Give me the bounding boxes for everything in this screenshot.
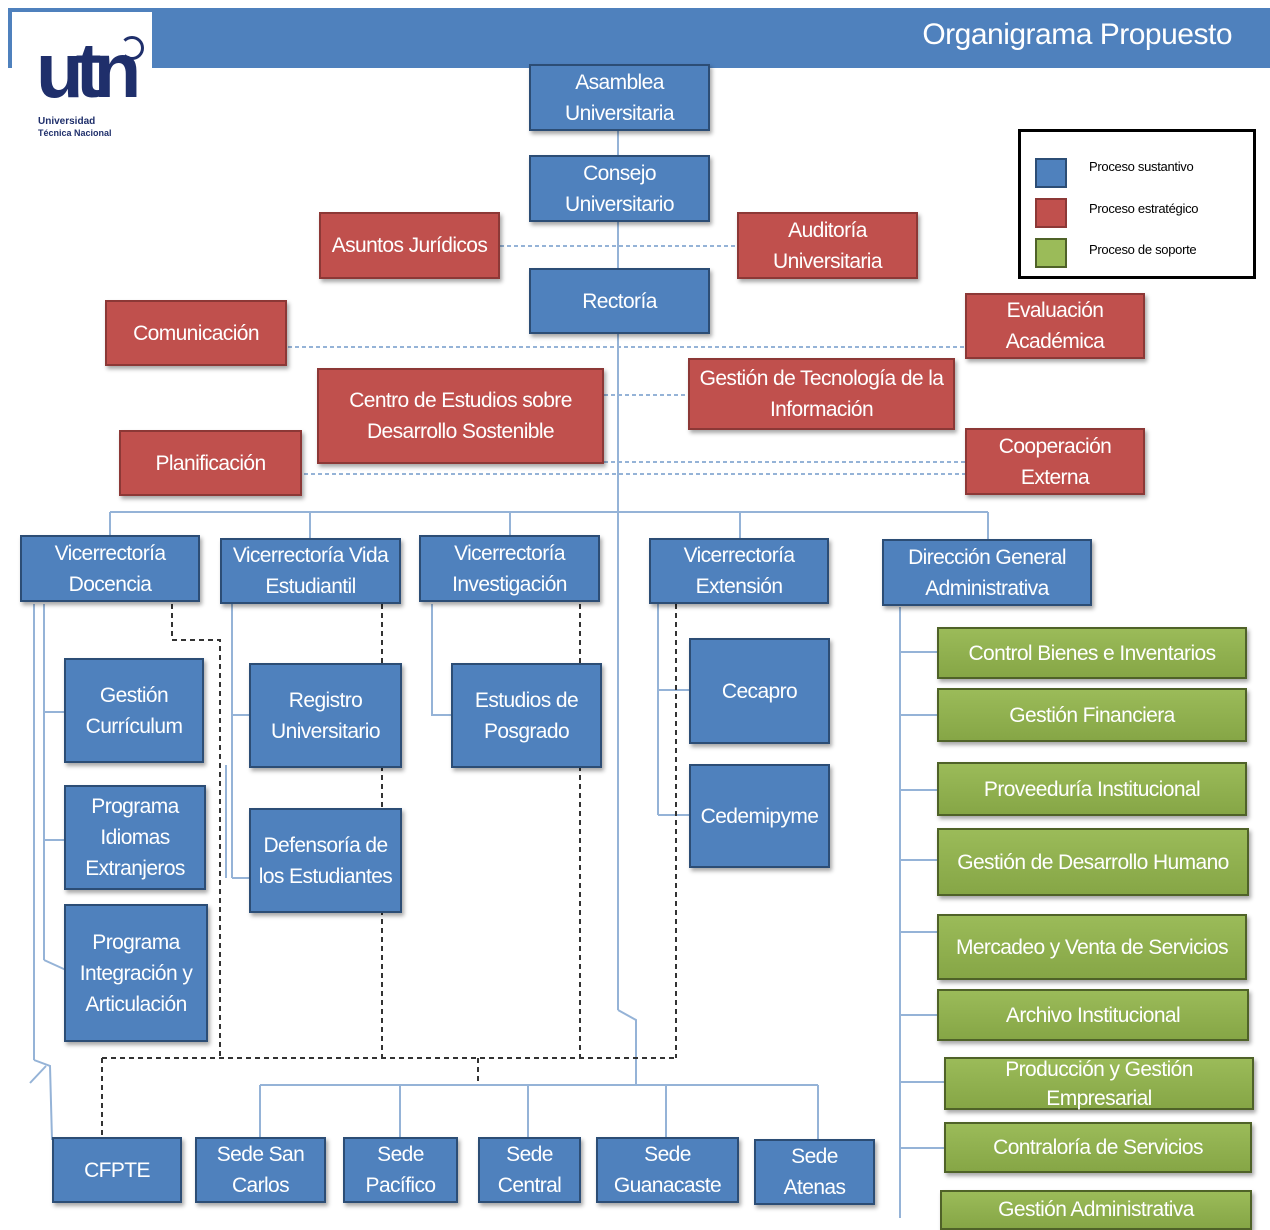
legend-swatch-soporte xyxy=(1035,238,1067,268)
node-centro-estudios-desarrollo-sostenible: Centro de Estudios sobre Desarrollo Sost… xyxy=(317,368,604,464)
node-gestion-administrativa: Gestión Administrativa xyxy=(940,1190,1252,1230)
staff-connectors xyxy=(288,245,965,475)
logo-line-2: Técnica Nacional xyxy=(38,128,112,138)
node-contraloria-servicios: Contraloría de Servicios xyxy=(944,1122,1252,1173)
node-cedemipyme: Cedemipyme xyxy=(689,764,830,868)
legend-label-estrategico: Proceso estratégico xyxy=(1089,201,1199,216)
node-mercadeo-venta-servicios: Mercadeo y Venta de Servicios xyxy=(937,914,1247,980)
node-gestion-desarrollo-humano: Gestión de Desarrollo Humano xyxy=(937,828,1249,896)
node-planificacion: Planificación xyxy=(119,430,302,496)
legend-swatch-sustantivo xyxy=(1035,158,1067,188)
node-control-bienes-inventarios: Control Bienes e Inventarios xyxy=(937,627,1247,679)
node-sede-guanacaste: Sede Guanacaste xyxy=(596,1137,739,1203)
node-vicerrectoria-docencia: Vicerrectoría Docencia xyxy=(20,535,200,602)
legend-label-soporte: Proceso de soporte xyxy=(1089,242,1197,257)
logo-swoosh-icon xyxy=(120,36,144,60)
node-defensoria-estudiantes: Defensoría de los Estudiantes xyxy=(249,808,402,913)
legend: Proceso sustantivo Proceso estratégico P… xyxy=(1018,129,1256,279)
node-registro-universitario: Registro Universitario xyxy=(249,663,402,768)
node-cfpte: CFPTE xyxy=(52,1137,182,1203)
node-sede-atenas: Sede Atenas xyxy=(754,1139,875,1205)
header-band xyxy=(8,8,1270,68)
node-evaluacion-academica: Evaluación Académica xyxy=(965,293,1145,359)
utn-logo: utn Universidad Técnica Nacional xyxy=(12,12,152,152)
node-proveeduria-institucional: Proveeduría Institucional xyxy=(937,762,1247,816)
legend-swatch-estrategico xyxy=(1035,198,1067,228)
logo-line-1: Universidad xyxy=(38,116,96,127)
node-asamblea-universitaria: Asamblea Universitaria xyxy=(529,64,710,131)
node-direccion-general-administrativa: Dirección General Administrativa xyxy=(882,539,1092,606)
node-programa-idiomas-extranjeros: Programa Idiomas Extranjeros xyxy=(64,785,206,890)
node-sede-pacifico: Sede Pacífico xyxy=(343,1137,458,1203)
node-asuntos-juridicos: Asuntos Jurídicos xyxy=(319,212,500,279)
node-gestion-curriculum: Gestión Currículum xyxy=(64,658,204,763)
node-cooperacion-externa: Cooperación Externa xyxy=(965,428,1145,495)
node-gestion-financiera: Gestión Financiera xyxy=(937,688,1247,742)
legend-label-sustantivo: Proceso sustantivo xyxy=(1089,159,1194,174)
node-programa-integracion-articulacion: Programa Integración y Articulación xyxy=(64,904,208,1042)
solid-connectors xyxy=(29,130,989,1218)
node-auditoria-universitaria: Auditoría Universitaria xyxy=(737,212,918,279)
node-archivo-institucional: Archivo Institucional xyxy=(937,989,1249,1041)
page-title: Organigrama Propuesto xyxy=(922,18,1232,51)
node-produccion-gestion-empresarial: Producción y Gestión Empresarial xyxy=(944,1057,1254,1110)
node-estudios-posgrado: Estudios de Posgrado xyxy=(451,663,602,768)
node-gestion-tecnologia-informacion: Gestión de Tecnología de la Información xyxy=(688,358,955,430)
node-vicerrectoria-investigacion: Vicerrectoría Investigación xyxy=(419,535,600,602)
node-sede-central: Sede Central xyxy=(478,1137,581,1203)
node-vicerrectoria-extension: Vicerrectoría Extensión xyxy=(649,538,829,604)
node-comunicacion: Comunicación xyxy=(105,300,287,366)
node-vicerrectoria-vida-estudiantil: Vicerrectoría Vida Estudiantil xyxy=(220,538,401,604)
node-rectoria: Rectoría xyxy=(529,268,710,334)
node-sede-san-carlos: Sede San Carlos xyxy=(195,1137,326,1203)
node-consejo-universitario: Consejo Universitario xyxy=(529,155,710,222)
node-cecapro: Cecapro xyxy=(689,638,830,744)
